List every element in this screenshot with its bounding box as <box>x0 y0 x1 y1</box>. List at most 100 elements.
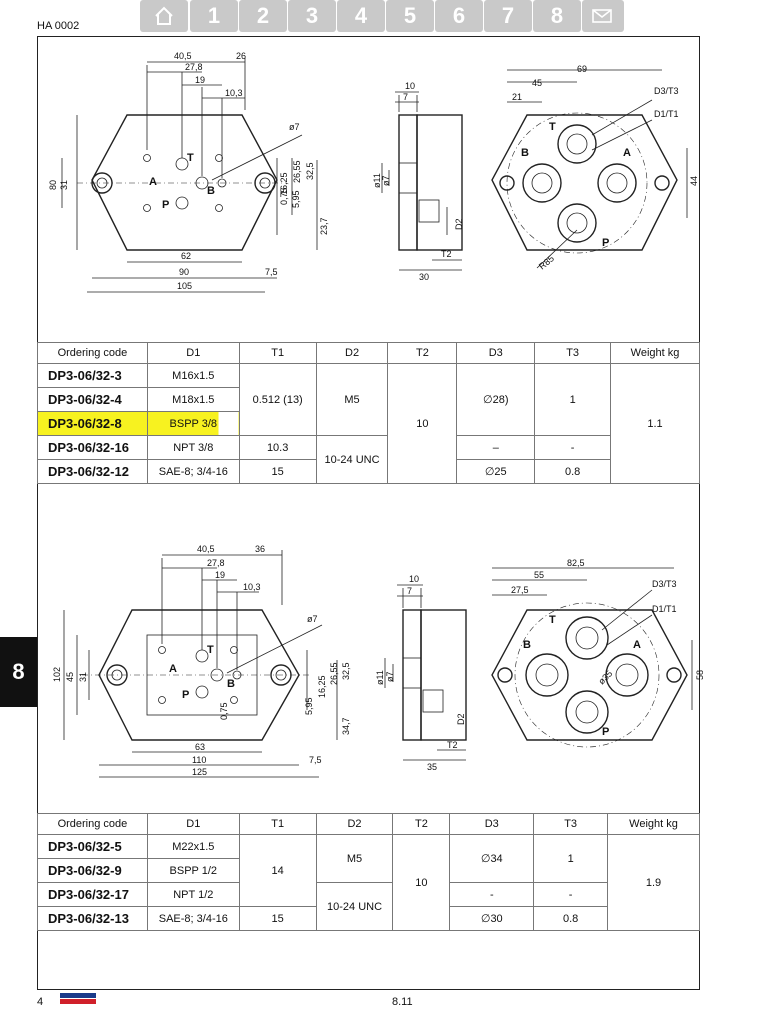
t1-cell: 15 <box>238 459 317 484</box>
nav-chapter-8[interactable]: 8 <box>533 0 581 32</box>
ordering-code: DP3-06/32-3 <box>37 363 148 388</box>
d1-cell: M22x1.5 <box>146 834 240 859</box>
ordering-code-highlighted: DP3-06/32-8 <box>37 411 148 436</box>
section-number: 8.11 <box>392 996 413 1008</box>
table-row: DP3-06/32-12 SAE-8; 3/4-16 15 ∅25 0.8 <box>37 459 700 484</box>
d3-cell: ∅25 <box>456 459 536 484</box>
nav-chapter-2[interactable]: 2 <box>239 0 287 32</box>
svg-text:T: T <box>187 152 194 164</box>
nav-chapter-6[interactable]: 6 <box>435 0 483 32</box>
svg-text:T2: T2 <box>447 740 458 750</box>
contact-button[interactable] <box>582 0 624 32</box>
svg-text:ø11: ø11 <box>375 670 385 685</box>
d1-cell: NPT 1/2 <box>146 882 240 907</box>
svg-text:16,25: 16,25 <box>279 172 289 195</box>
svg-text:102: 102 <box>52 667 62 682</box>
svg-text:19: 19 <box>195 75 205 85</box>
svg-text:69: 69 <box>577 64 587 74</box>
t1-cell: 15 <box>238 906 317 931</box>
t3-cell: 0.8 <box>533 906 609 931</box>
svg-text:58: 58 <box>695 670 705 680</box>
svg-text:27,8: 27,8 <box>185 62 203 72</box>
d1-cell: M16x1.5 <box>146 363 240 388</box>
svg-text:35: 35 <box>427 762 437 772</box>
svg-text:31: 31 <box>78 672 88 682</box>
svg-text:ø7: ø7 <box>385 671 395 682</box>
svg-text:P: P <box>602 726 609 738</box>
svg-text:82,5: 82,5 <box>567 558 585 568</box>
svg-text:80: 80 <box>48 180 58 190</box>
d1-cell: SAE-8; 3/4-16 <box>146 906 240 931</box>
t2-cell: 10 <box>387 363 458 484</box>
nav-chapter-4[interactable]: 4 <box>337 0 385 32</box>
table-row: DP3-06/32-8 BSPP 3/8 <box>37 411 700 436</box>
d3-cell: - <box>449 882 535 907</box>
column-header: D3 <box>456 342 536 364</box>
weight-cell: 1.1 <box>610 363 700 484</box>
svg-text:5,95: 5,95 <box>304 697 314 715</box>
t3-cell: 1 <box>534 363 612 436</box>
svg-text:T: T <box>549 121 556 133</box>
svg-text:125: 125 <box>192 767 207 777</box>
nav-chapter-7[interactable]: 7 <box>484 0 532 32</box>
ordering-code: DP3-06/32-17 <box>37 882 148 907</box>
svg-text:7,5: 7,5 <box>309 755 322 765</box>
svg-text:40,5: 40,5 <box>197 544 215 554</box>
svg-text:31: 31 <box>59 180 69 190</box>
svg-text:10: 10 <box>405 81 415 91</box>
svg-text:D3/T3: D3/T3 <box>652 579 677 589</box>
d3-cell: ∅28) <box>456 363 536 436</box>
svg-text:P: P <box>182 689 189 701</box>
d1-cell: SAE-8; 3/4-16 <box>146 459 240 484</box>
t2-cell: 10 <box>392 834 451 931</box>
nav-chapter-1[interactable]: 1 <box>190 0 238 32</box>
svg-text:P: P <box>602 237 609 249</box>
svg-text:10: 10 <box>409 574 419 584</box>
svg-text:A: A <box>633 639 641 651</box>
svg-text:27,5: 27,5 <box>511 585 529 595</box>
svg-text:32,5: 32,5 <box>341 662 351 680</box>
d1-cell-highlighted: BSPP 3/8 <box>146 411 240 436</box>
column-header: D1 <box>146 813 240 835</box>
svg-text:90: 90 <box>179 267 189 277</box>
svg-text:26,55: 26,55 <box>329 662 339 685</box>
svg-text:ø7: ø7 <box>289 122 300 132</box>
svg-text:B: B <box>207 185 215 197</box>
t3-cell: - <box>534 435 612 460</box>
svg-text:26,55: 26,55 <box>292 160 302 183</box>
d2-cell: 10-24 UNC <box>315 882 394 931</box>
ordering-code: DP3-06/32-12 <box>37 459 148 484</box>
column-header: D1 <box>146 342 240 364</box>
d3-cell: ∅30 <box>449 906 535 931</box>
svg-text:23,7: 23,7 <box>319 217 329 235</box>
chapter-side-tab: 8 <box>0 637 37 707</box>
svg-text:55: 55 <box>534 570 544 580</box>
ordering-code: DP3-06/32-4 <box>37 387 148 412</box>
nav-chapter-5[interactable]: 5 <box>386 0 434 32</box>
home-button[interactable] <box>140 0 188 32</box>
column-header: Weight kg <box>607 813 700 835</box>
column-header: T3 <box>534 342 612 364</box>
svg-text:45: 45 <box>65 672 75 682</box>
nav-chapter-3[interactable]: 3 <box>288 0 336 32</box>
svg-text:19: 19 <box>215 570 225 580</box>
d2-cell: M5 <box>315 834 394 883</box>
ordering-code: DP3-06/32-5 <box>37 834 148 859</box>
svg-text:40,5: 40,5 <box>174 51 192 61</box>
svg-text:16,25: 16,25 <box>317 675 327 698</box>
t1-cell: 14 <box>238 834 317 907</box>
svg-text:B: B <box>523 639 531 651</box>
table-header-row: Ordering code D1 T1 D2 T2 D3 T3 Weight k… <box>37 813 700 835</box>
svg-text:10,3: 10,3 <box>243 582 261 592</box>
t3-cell: 0.8 <box>534 459 612 484</box>
home-icon <box>155 6 173 25</box>
svg-text:P: P <box>162 199 169 211</box>
svg-text:110: 110 <box>192 755 206 765</box>
t3-cell: - <box>533 882 609 907</box>
table-row: DP3-06/32-17 NPT 1/2 10-24 UNC - - <box>37 882 700 931</box>
column-header: Weight kg <box>610 342 700 364</box>
